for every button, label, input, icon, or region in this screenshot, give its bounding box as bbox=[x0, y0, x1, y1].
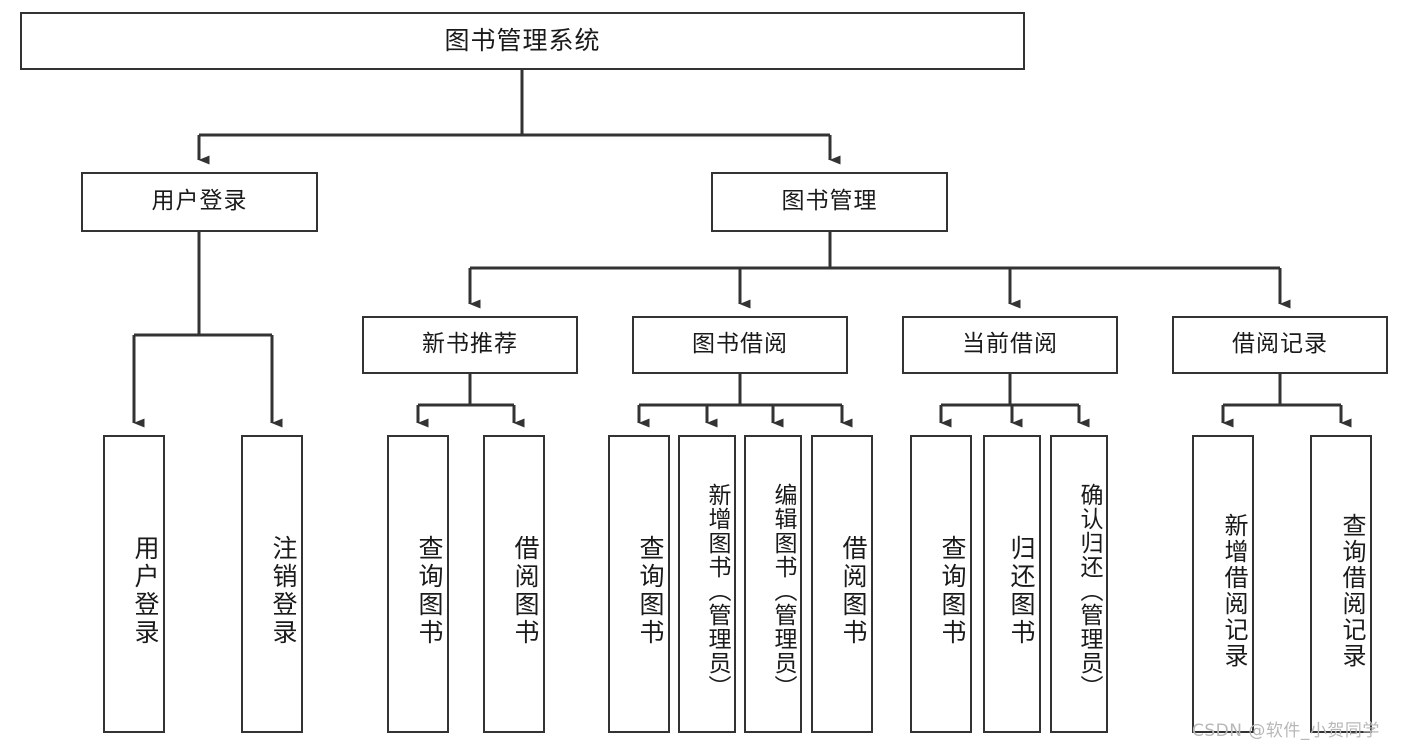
node-new-book-recommendation[interactable]: 新书推荐 bbox=[362, 316, 578, 374]
leaf-query-book-rec[interactable]: 查询图书 bbox=[387, 435, 449, 733]
node-label: 查询图书 bbox=[938, 535, 967, 647]
node-label: 图书管理系统 bbox=[444, 26, 601, 55]
node-label: 借阅图书 bbox=[839, 535, 868, 647]
node-label: 归还图书 bbox=[1007, 535, 1036, 647]
node-label: 当前借阅 bbox=[962, 331, 1058, 358]
node-label: 注销登录 bbox=[269, 535, 298, 647]
leaf-add-book-admin[interactable]: 新增图书（管理员） bbox=[678, 435, 736, 733]
leaf-confirm-return-admin[interactable]: 确认归还（管理员） bbox=[1050, 435, 1108, 733]
node-label: 确认归还（管理员） bbox=[1076, 483, 1102, 699]
leaf-query-book-current[interactable]: 查询图书 bbox=[910, 435, 972, 733]
node-label: 编辑图书（管理员） bbox=[770, 483, 796, 699]
node-borrowing-record[interactable]: 借阅记录 bbox=[1172, 316, 1388, 374]
node-label: 新增借阅记录 bbox=[1220, 513, 1248, 669]
leaf-query-book-borrow[interactable]: 查询图书 bbox=[608, 435, 670, 733]
node-book-management[interactable]: 图书管理 bbox=[711, 172, 948, 232]
leaf-logout[interactable]: 注销登录 bbox=[241, 435, 303, 733]
node-label: 图书借阅 bbox=[692, 331, 788, 358]
leaf-return-book[interactable]: 归还图书 bbox=[983, 435, 1041, 733]
node-label: 新增图书（管理员） bbox=[704, 483, 730, 699]
node-label: 借阅图书 bbox=[511, 535, 540, 647]
node-label: 用户登录 bbox=[151, 188, 248, 215]
leaf-borrow-book-rec[interactable]: 借阅图书 bbox=[483, 435, 545, 733]
node-user-login[interactable]: 用户登录 bbox=[81, 172, 318, 232]
node-label: 查询图书 bbox=[415, 535, 444, 647]
node-label: 查询借阅记录 bbox=[1338, 513, 1366, 669]
node-current-borrowing[interactable]: 当前借阅 bbox=[902, 316, 1118, 374]
node-root-book-management-system[interactable]: 图书管理系统 bbox=[20, 12, 1025, 70]
node-label: 借阅记录 bbox=[1232, 331, 1328, 358]
node-label: 图书管理 bbox=[781, 188, 878, 215]
node-label: 查询图书 bbox=[636, 535, 665, 647]
leaf-edit-book-admin[interactable]: 编辑图书（管理员） bbox=[744, 435, 802, 733]
leaf-add-borrow-record[interactable]: 新增借阅记录 bbox=[1192, 435, 1254, 733]
node-book-borrowing[interactable]: 图书借阅 bbox=[632, 316, 848, 374]
leaf-query-borrow-record[interactable]: 查询借阅记录 bbox=[1310, 435, 1372, 733]
node-label: 新书推荐 bbox=[422, 331, 518, 358]
leaf-borrow-book[interactable]: 借阅图书 bbox=[811, 435, 873, 733]
leaf-user-login[interactable]: 用户登录 bbox=[103, 435, 165, 733]
node-label: 用户登录 bbox=[131, 535, 160, 647]
